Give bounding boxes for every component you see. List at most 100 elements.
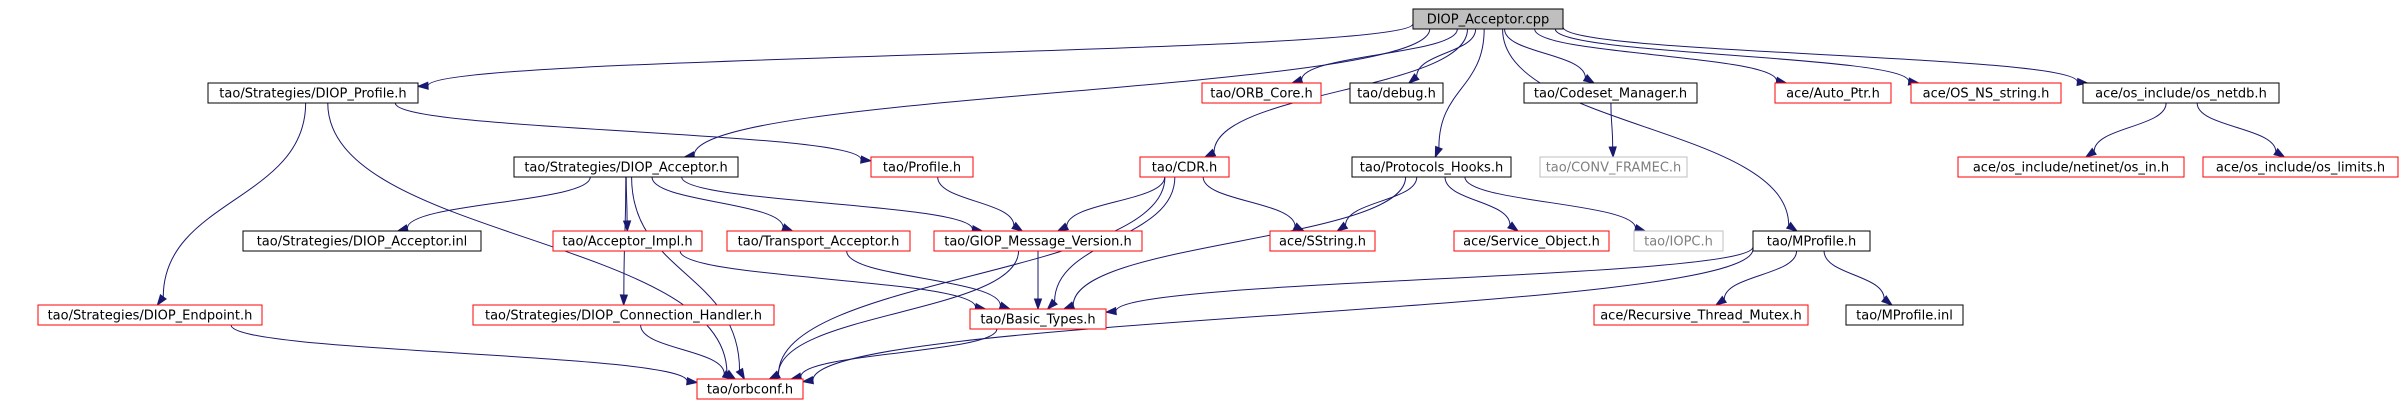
- node-label: tao/GIOP_Message_Version.h: [944, 235, 1132, 250]
- node-basic-types-h[interactable]: tao/Basic_Types.h: [969, 308, 1107, 330]
- node-codeset-manager-h[interactable]: tao/Codeset_Manager.h: [1523, 82, 1698, 104]
- node-label: tao/Acceptor_Impl.h: [562, 235, 692, 250]
- node-label: ace/os_include/os_limits.h: [2216, 161, 2385, 176]
- node-os-limits-h[interactable]: ace/os_include/os_limits.h: [2202, 156, 2399, 178]
- edge-diop_acceptor_h-to-diop_acceptor_inl: [396, 176, 591, 233]
- node-auto-ptr-h[interactable]: ace/Auto_Ptr.h: [1774, 82, 1892, 104]
- node-service-object-h[interactable]: ace/Service_Object.h: [1453, 230, 1610, 252]
- edge-diop_acceptor_cpp-to-debug_h: [1407, 28, 1477, 84]
- node-label: tao/Strategies/DIOP_Acceptor.h: [524, 161, 727, 176]
- node-label: ace/Auto_Ptr.h: [1786, 87, 1880, 102]
- node-label: tao/Strategies/DIOP_Connection_Handler.h: [485, 309, 762, 324]
- node-label: tao/CONV_FRAMEC.h: [1546, 161, 1682, 176]
- node-box: [2082, 82, 2280, 104]
- node-box: [1957, 156, 2185, 178]
- edge-protocols_hooks_h-to-service_object_h: [1444, 176, 1520, 232]
- node-label: tao/Strategies/DIOP_Endpoint.h: [48, 309, 253, 324]
- edge-diop_acceptor_h-to-transport_acceptor_h: [651, 176, 794, 232]
- node-label: tao/CDR.h: [1152, 161, 1217, 176]
- edge-diop_profile_h-to-diop_endpoint_h: [156, 102, 307, 307]
- edge-os_netdb_h-to-os_limits_h: [2196, 102, 2286, 158]
- node-label: ace/os_include/netinet/os_in.h: [1973, 161, 2169, 176]
- node-os-ns-string-h[interactable]: ace/OS_NS_string.h: [1910, 82, 2062, 104]
- node-box: [1845, 304, 1964, 326]
- node-recursive-thread-mutex-h[interactable]: ace/Recursive_Thread_Mutex.h: [1593, 304, 1809, 326]
- node-profile-h[interactable]: tao/Profile.h: [870, 156, 974, 178]
- edge-diop_connection_handler_h-to-orbconf_h: [640, 324, 735, 380]
- node-label: tao/orbconf.h: [707, 383, 793, 398]
- node-diop-profile-h[interactable]: tao/Strategies/DIOP_Profile.h: [207, 82, 419, 104]
- node-label: tao/Strategies/DIOP_Profile.h: [219, 87, 406, 102]
- node-label: tao/Strategies/DIOP_Acceptor.inl: [257, 235, 468, 250]
- node-protocols-hooks-h[interactable]: tao/Protocols_Hooks.h: [1351, 156, 1512, 178]
- node-box: [969, 308, 1107, 330]
- node-box: [1593, 304, 1809, 326]
- node-acceptor-impl-h[interactable]: tao/Acceptor_Impl.h: [552, 230, 703, 252]
- edge-diop_acceptor_cpp-to-protocols_hooks_h: [1434, 28, 1485, 159]
- node-box: [1523, 82, 1698, 104]
- node-box: [513, 156, 739, 178]
- node-giop-message-version-h[interactable]: tao/GIOP_Message_Version.h: [933, 230, 1143, 252]
- node-mprofile-inl[interactable]: tao/MProfile.inl: [1845, 304, 1964, 326]
- edge-codeset_manager_h-to-conv_frame_h: [1608, 102, 1617, 159]
- node-cdr-h[interactable]: tao/CDR.h: [1139, 156, 1230, 178]
- edge-cdr_h-to-orbconf_h: [768, 176, 1166, 380]
- edge-diop_acceptor_cpp-to-codeset_manager_h: [1504, 28, 1596, 84]
- node-os-netdb-h[interactable]: ace/os_include/os_netdb.h: [2082, 82, 2280, 104]
- edge-diop_acceptor_cpp-to-diop_profile_h: [416, 23, 1414, 90]
- edge-basic_types_h-to-orbconf_h: [789, 328, 998, 381]
- node-box: [207, 82, 419, 104]
- edge-giop_message_version_h-to-orbconf_h: [768, 250, 1020, 380]
- node-box: [726, 230, 911, 252]
- node-label: ace/Recursive_Thread_Mutex.h: [1600, 309, 1802, 324]
- node-label: tao/MProfile.h: [1767, 235, 1856, 250]
- node-orb-core-h[interactable]: tao/ORB_Core.h: [1201, 82, 1322, 104]
- edge-os_netdb_h-to-netinet_os_in_h: [2084, 102, 2167, 158]
- node-box: [1633, 230, 1724, 252]
- node-mprofile-h[interactable]: tao/MProfile.h: [1752, 230, 1871, 252]
- node-box: [870, 156, 974, 178]
- node-debug-h[interactable]: tao/debug.h: [1349, 82, 1444, 104]
- edge-profile_h-to-giop_message_version_h: [937, 176, 1024, 232]
- edge-diop_endpoint_h-to-orbconf_h: [230, 324, 699, 386]
- node-netinet-os-in-h[interactable]: ace/os_include/netinet/os_in.h: [1957, 156, 2185, 178]
- node-box: [1139, 156, 1230, 178]
- node-diop-acceptor-inl[interactable]: tao/Strategies/DIOP_Acceptor.inl: [242, 230, 482, 252]
- node-box: [1269, 230, 1376, 252]
- node-label: tao/Basic_Types.h: [980, 313, 1095, 328]
- node-sstring-h[interactable]: ace/SString.h: [1269, 230, 1376, 252]
- node-label: tao/Profile.h: [883, 161, 961, 176]
- edge-mprofile_h-to-orbconf_h: [801, 249, 1754, 385]
- node-label: tao/IOPC.h: [1644, 235, 1713, 250]
- node-label: ace/Service_Object.h: [1463, 235, 1600, 250]
- node-diop-acceptor-h[interactable]: tao/Strategies/DIOP_Acceptor.h: [513, 156, 739, 178]
- edge-mprofile_h-to-basic_types_h: [1104, 246, 1754, 316]
- node-iopc-h[interactable]: tao/IOPC.h: [1633, 230, 1724, 252]
- node-box: [1201, 82, 1322, 104]
- nodes-layer: DIOP_Acceptor.cpp tao/Strategies/DIOP_Pro…: [37, 8, 2399, 400]
- edge-diop_acceptor_h-to-giop_message_version_h: [681, 176, 984, 234]
- edge-diop_acceptor_h-to-orbconf_h: [631, 176, 746, 381]
- edge-mprofile_h-to-recursive_thread_mutex_h: [1714, 250, 1798, 306]
- node-box: [1752, 230, 1871, 252]
- node-diop-acceptor-cpp[interactable]: DIOP_Acceptor.cpp: [1412, 8, 1564, 30]
- node-label: tao/Transport_Acceptor.h: [738, 235, 900, 250]
- node-box: [1349, 82, 1444, 104]
- node-transport-acceptor-h[interactable]: tao/Transport_Acceptor.h: [726, 230, 911, 252]
- node-box: [2202, 156, 2399, 178]
- edge-cdr_h-to-sstring_h: [1202, 176, 1306, 232]
- node-diop-endpoint-h[interactable]: tao/Strategies/DIOP_Endpoint.h: [37, 304, 263, 326]
- node-label: ace/OS_NS_string.h: [1923, 87, 2050, 102]
- node-box: [472, 304, 775, 326]
- edge-diop_acceptor_cpp-to-mprofile_h: [1502, 28, 1799, 232]
- node-diop-connection-handler-h[interactable]: tao/Strategies/DIOP_Connection_Handler.h: [472, 304, 775, 326]
- node-box: [696, 378, 804, 400]
- node-box: [242, 230, 482, 252]
- node-box: [1774, 82, 1892, 104]
- edge-diop_acceptor_cpp-to-os_netdb_h: [1562, 26, 2089, 87]
- node-orbconf-h[interactable]: tao/orbconf.h: [696, 378, 804, 400]
- node-conv-frame-h[interactable]: tao/CONV_FRAMEC.h: [1539, 156, 1688, 178]
- node-box: [552, 230, 703, 252]
- edge-transport_acceptor_h-to-basic_types_h: [846, 250, 1012, 310]
